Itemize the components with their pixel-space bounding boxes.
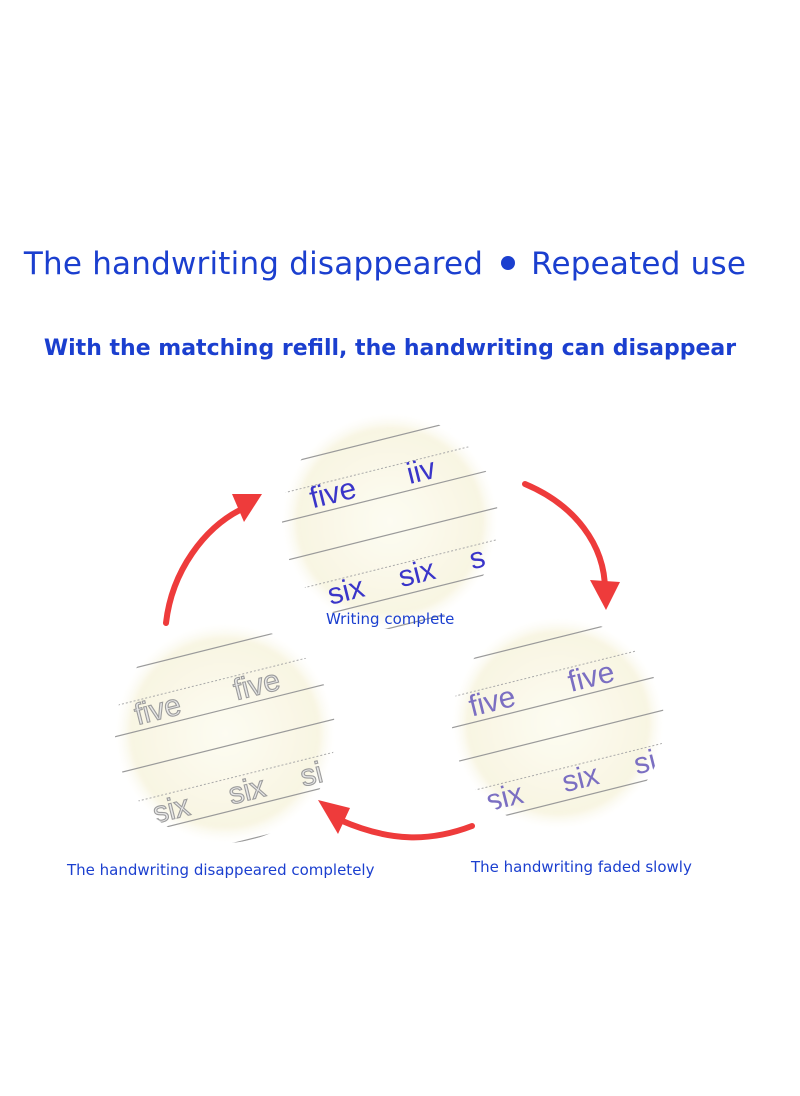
svg-text:e: e bbox=[260, 491, 284, 527]
paper-circle bbox=[452, 617, 664, 829]
title-right: Repeated use bbox=[531, 246, 747, 282]
page-title: The handwriting disappeared Repeated use bbox=[0, 246, 770, 282]
svg-text:e: e bbox=[94, 705, 118, 741]
title-left: The handwriting disappeared bbox=[23, 246, 484, 282]
caption-faded-slowly: The handwriting faded slowly bbox=[471, 858, 692, 876]
arrow-to-complete-icon bbox=[163, 494, 262, 626]
paper-circle bbox=[282, 413, 498, 629]
paper-circle bbox=[115, 623, 335, 843]
arrow-to-faded-icon bbox=[522, 481, 620, 610]
bullet-dot-icon bbox=[501, 255, 516, 270]
subtitle: With the matching refill, the handwritin… bbox=[43, 336, 737, 361]
caption-disappeared-completely: The handwriting disappeared completely bbox=[67, 861, 375, 879]
caption-writing-complete: Writing complete bbox=[326, 610, 455, 628]
stage-faded-slowly: e five five six six si bbox=[431, 617, 664, 829]
stage-writing-complete: e five iiv six six s bbox=[260, 413, 498, 629]
arrow-to-disappeared-icon bbox=[318, 800, 475, 841]
svg-text:e: e bbox=[431, 696, 455, 732]
stage-disappeared-completely: e five five six six si bbox=[94, 623, 335, 843]
